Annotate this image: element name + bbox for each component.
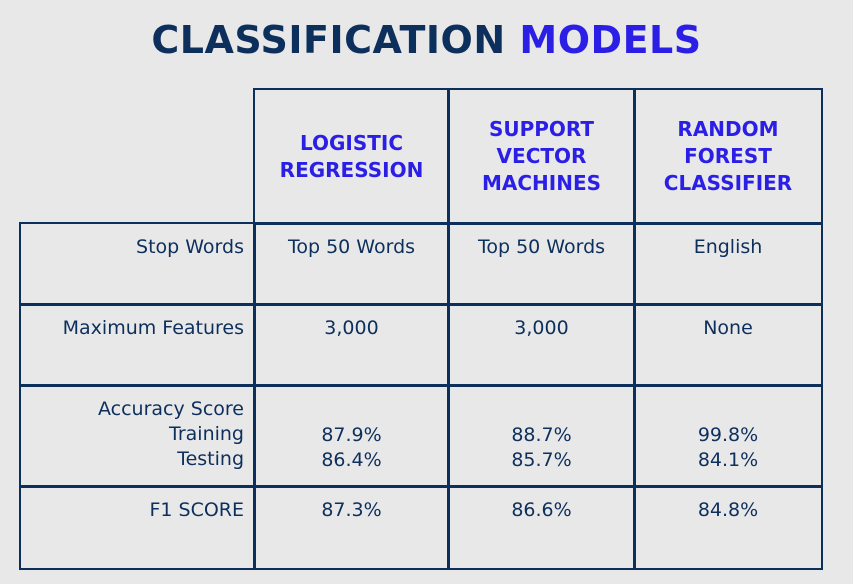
table-cell: 99.8% 84.1% bbox=[633, 384, 823, 488]
row-label-accuracy-score: Accuracy Score Training Testing bbox=[19, 384, 256, 488]
table-cell: 88.7% 85.7% bbox=[447, 384, 636, 488]
column-header-logistic-regression: LOGISTIC REGRESSION bbox=[253, 88, 450, 225]
title-accent: MODELS bbox=[519, 18, 702, 62]
column-header-support-vector-machines: SUPPORT VECTOR MACHINES bbox=[447, 88, 636, 225]
table-cell: 87.3% bbox=[253, 485, 450, 570]
row-label-stop-words: Stop Words bbox=[19, 222, 256, 306]
table-cell: None bbox=[633, 303, 823, 387]
table-cell: Top 50 Words bbox=[253, 222, 450, 306]
page-title: CLASSIFICATION MODELS bbox=[0, 18, 853, 62]
table-cell: 84.8% bbox=[633, 485, 823, 570]
table-cell: 86.6% bbox=[447, 485, 636, 570]
column-header-random-forest-classifier: RANDOM FOREST CLASSIFIER bbox=[633, 88, 823, 225]
row-label-maximum-features: Maximum Features bbox=[19, 303, 256, 387]
table-cell: 87.9% 86.4% bbox=[253, 384, 450, 488]
title-main: CLASSIFICATION bbox=[151, 18, 506, 62]
table-cell: English bbox=[633, 222, 823, 306]
row-label-f1-score: F1 SCORE bbox=[19, 485, 256, 570]
table-cell: 3,000 bbox=[447, 303, 636, 387]
table-cell: Top 50 Words bbox=[447, 222, 636, 306]
table-cell: 3,000 bbox=[253, 303, 450, 387]
